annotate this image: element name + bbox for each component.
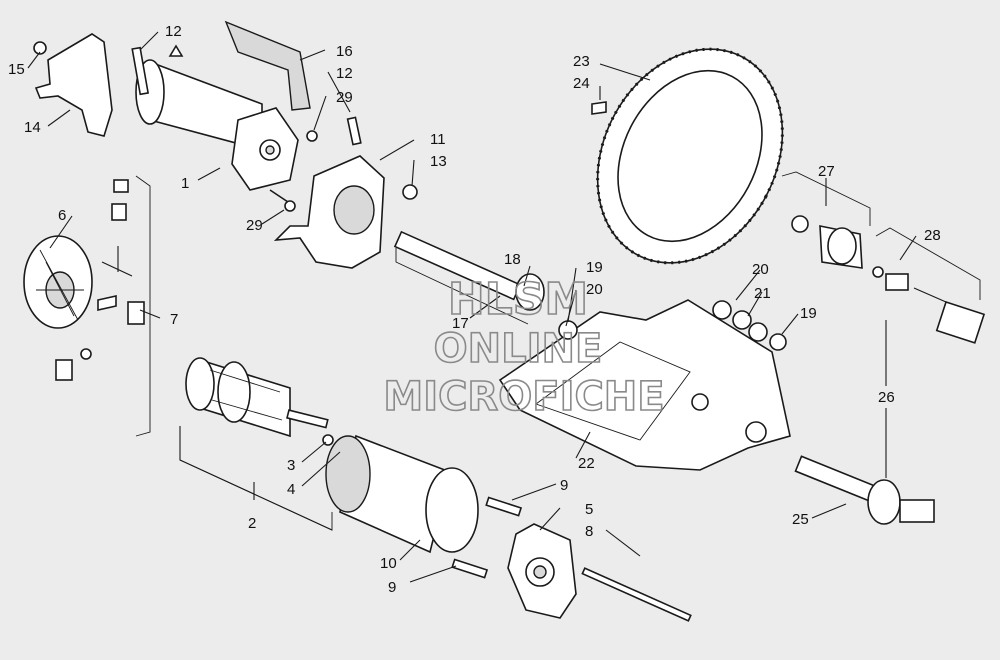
callout-10: 10 [380, 555, 397, 572]
brush-lead [101, 246, 133, 277]
callout-26: 26 [878, 389, 895, 406]
callout-29: 29 [336, 89, 353, 106]
nut [402, 184, 418, 200]
screw [485, 496, 523, 517]
mount-bracket [34, 33, 113, 137]
watermark-line-1: HLSM [448, 274, 588, 325]
callout-29: 29 [246, 217, 263, 234]
washer [712, 300, 732, 320]
armature [185, 357, 329, 438]
spring [913, 287, 947, 303]
watermark-line-3: MICROFICHE [383, 374, 664, 420]
cap [935, 300, 986, 344]
callout-5: 5 [585, 501, 593, 518]
bolt [346, 116, 362, 146]
callout-1: 1 [181, 175, 189, 192]
washer [748, 322, 768, 342]
callout-13: 13 [430, 153, 447, 170]
washer [732, 310, 752, 330]
bolt [269, 189, 289, 203]
watermark-line-2: ONLINE [434, 326, 603, 372]
screw [591, 101, 607, 115]
callout-16: 16 [336, 43, 353, 60]
terminal [111, 203, 127, 221]
callout-28: 28 [924, 227, 941, 244]
callout-18: 18 [504, 251, 521, 268]
drive-shaft [794, 455, 877, 503]
screw [80, 348, 92, 360]
callout-3: 3 [287, 457, 295, 474]
nut [33, 41, 47, 55]
callout-12: 12 [165, 23, 182, 40]
callout-11: 11 [430, 131, 446, 148]
spring [97, 295, 117, 311]
callout-25: 25 [792, 511, 809, 528]
drive-pinion [867, 479, 901, 525]
callout-20: 20 [586, 281, 603, 298]
washer [791, 215, 809, 233]
callout-8: 8 [585, 523, 593, 540]
end-plate [507, 523, 577, 619]
callout-12: 12 [336, 65, 353, 82]
field-housing [325, 434, 479, 554]
leader-lines [27, 31, 917, 583]
collar [885, 273, 909, 291]
callout-19: 19 [800, 305, 817, 322]
callout-7: 7 [170, 311, 178, 328]
callouts: 15 14 12 16 12 29 1 29 11 13 6 7 3 4 2 1… [8, 23, 941, 596]
callout-22: 22 [578, 455, 595, 472]
callout-19: 19 [586, 259, 603, 276]
callout-15: 15 [8, 61, 25, 78]
callout-6: 6 [58, 207, 66, 224]
watermark: HLSM ONLINE MICROFICHE [383, 273, 666, 421]
part-drawings [23, 20, 986, 622]
screw [451, 558, 489, 579]
callout-23: 23 [573, 53, 590, 70]
brush [55, 359, 73, 381]
callout-21: 21 [754, 285, 771, 302]
clip [872, 266, 884, 278]
callout-24: 24 [573, 75, 590, 92]
starter-motor [135, 44, 299, 191]
callout-14: 14 [24, 119, 41, 136]
end-cap [23, 235, 93, 329]
washer [306, 130, 318, 142]
callout-9: 9 [560, 477, 568, 494]
washer [284, 200, 296, 212]
starter-bracket [498, 299, 791, 471]
ring-gear [596, 47, 784, 265]
callout-4: 4 [287, 481, 295, 498]
callout-27: 27 [818, 163, 835, 180]
shaft-end [899, 499, 935, 523]
nut [113, 179, 129, 193]
brush [127, 301, 145, 325]
washer [769, 333, 787, 351]
group-brackets [135, 171, 981, 531]
bolt [131, 46, 150, 96]
callout-9: 9 [388, 579, 396, 596]
callout-2: 2 [248, 515, 256, 532]
mount-plate [273, 155, 385, 269]
pinion-gear [515, 273, 545, 311]
callout-20: 20 [752, 261, 769, 278]
cover [224, 20, 311, 111]
through-bolt [581, 567, 692, 622]
callout-17: 17 [452, 315, 469, 332]
